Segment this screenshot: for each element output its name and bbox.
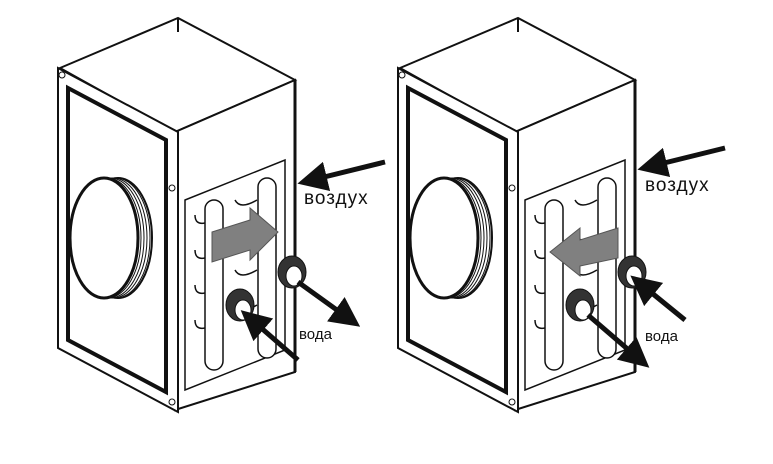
air-arrow [297, 159, 386, 191]
water-label-left: вода [299, 326, 332, 343]
air-arrow [637, 145, 726, 177]
air-label-right: воздух [645, 175, 710, 196]
water-in-arrow [240, 310, 300, 362]
water-out-arrow [296, 279, 361, 327]
heater-unit-right [396, 16, 726, 414]
air-label-left: воздух [304, 188, 369, 209]
water-out-arrow [586, 313, 650, 368]
air-direction-arrow [549, 226, 619, 278]
air-direction-arrow [211, 206, 279, 263]
water-in-arrow [630, 275, 687, 322]
water-label-right: вода [645, 328, 678, 345]
heater-unit-left [56, 16, 386, 414]
